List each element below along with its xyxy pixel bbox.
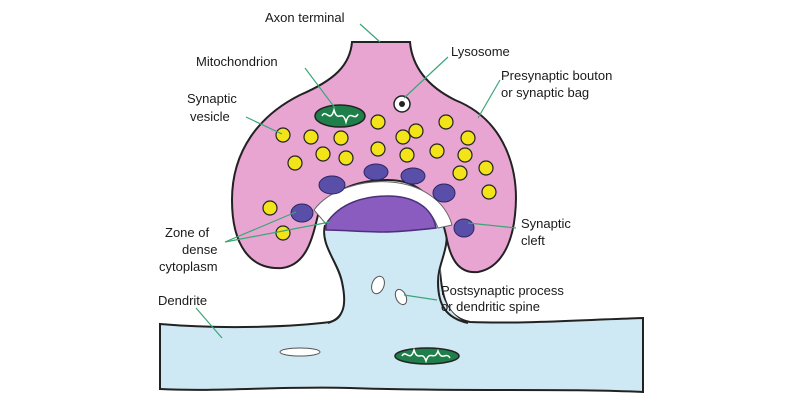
vesicle: [275, 127, 291, 143]
spine-outline-left: [323, 224, 346, 324]
vesicle: [478, 160, 494, 176]
vesicle: [262, 200, 278, 216]
label-postsynaptic-1: Postsynaptic process: [441, 283, 564, 298]
vesicle: [370, 141, 386, 157]
label-cleft-2: cleft: [521, 233, 545, 248]
label-mitochondrion: Mitochondrion: [196, 54, 278, 69]
dense-zone: [432, 183, 456, 203]
vesicle: [481, 184, 497, 200]
dendritic-spine: [325, 222, 470, 324]
label-zone-3: cytoplasm: [159, 259, 218, 274]
label-vesicle-1: Synaptic: [187, 91, 237, 106]
label-cleft-1: Synaptic: [521, 216, 571, 231]
synaptic-vesicles: [262, 114, 497, 241]
lysosome: [393, 95, 411, 113]
vesicle: [395, 129, 411, 145]
leader-lines: [195, 23, 517, 339]
vesicle: [408, 123, 424, 139]
vesicle: [457, 147, 473, 163]
spine-vacuoles: [279, 275, 408, 357]
mitochondrion-dendrite: [394, 347, 460, 365]
vesicle: [429, 143, 445, 159]
vesicle: [315, 146, 331, 162]
vesicle: [438, 114, 454, 130]
dense-zone: [363, 163, 389, 181]
label-lysosome: Lysosome: [451, 44, 510, 59]
label-zone-2: dense: [182, 242, 217, 257]
dense-zone: [453, 218, 475, 238]
label-presynaptic-1: Presynaptic bouton: [501, 68, 612, 83]
vesicle: [275, 225, 291, 241]
label-axon-terminal: Axon terminal: [265, 10, 345, 25]
vesicle: [338, 150, 354, 166]
label-postsynaptic-2: or dendritic spine: [441, 299, 540, 314]
spine-outline-right: [436, 224, 469, 324]
vesicle: [303, 129, 319, 145]
vesicle: [399, 147, 415, 163]
vesicle: [452, 165, 468, 181]
postsynaptic-density: [325, 195, 437, 233]
vesicle: [370, 114, 386, 130]
label-dendrite: Dendrite: [158, 293, 207, 308]
dense-zone: [290, 203, 314, 223]
vesicle: [460, 130, 476, 146]
label-vesicle-2: vesicle: [190, 109, 230, 124]
dense-zone: [400, 167, 426, 185]
vesicle: [287, 155, 303, 171]
dense-zone: [318, 175, 346, 195]
mitochondrion-presynaptic: [314, 104, 366, 128]
dense-cytoplasm-zones: [290, 163, 475, 238]
label-zone-1: Zone of: [165, 225, 209, 240]
vesicle: [333, 130, 349, 146]
label-presynaptic-2: or synaptic bag: [501, 85, 589, 100]
